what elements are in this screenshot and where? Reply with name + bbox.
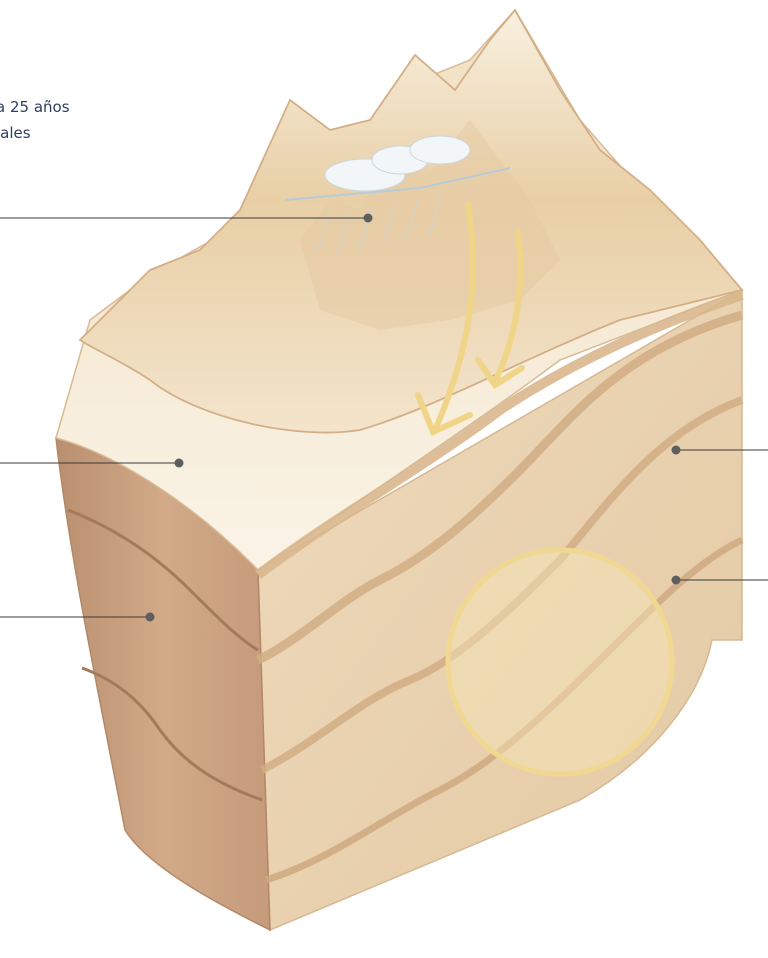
aquifer-highlight-circle (448, 550, 672, 774)
